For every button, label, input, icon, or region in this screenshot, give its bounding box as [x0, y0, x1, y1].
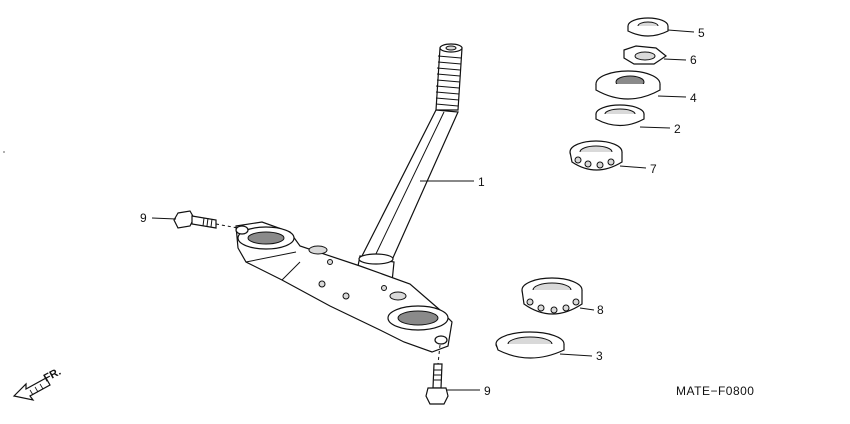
callout-7: 7 [650, 162, 657, 176]
lower-bearing [521, 277, 583, 315]
callout-8: 8 [597, 303, 604, 317]
callout-5: 5 [698, 26, 705, 40]
dust-seal [595, 104, 645, 127]
callout-4: 4 [690, 91, 697, 105]
callout-2: 2 [674, 122, 681, 136]
lock-washer [623, 45, 668, 65]
diagram-code: MATE−F0800 [676, 384, 754, 398]
callout-1: 1 [478, 175, 485, 189]
lower-dust-seal [495, 331, 565, 359]
callout-labels: 5 6 4 2 7 1 9 8 3 9 [140, 26, 705, 398]
callout-9-lower: 9 [484, 384, 491, 398]
stray-mark [3, 151, 5, 153]
front-direction-arrow: FR. [12, 366, 63, 401]
leader-lines [151, 29, 695, 391]
front-label: FR. [42, 366, 63, 385]
callout-9-upper: 9 [140, 211, 147, 225]
callout-3: 3 [596, 349, 603, 363]
steering-stem [355, 43, 463, 283]
upper-bearing [569, 140, 623, 171]
adjusting-nut [595, 70, 661, 100]
bottom-bridge [235, 221, 453, 353]
callout-6: 6 [690, 53, 697, 67]
bolt-lower [425, 344, 449, 405]
lock-nut [627, 17, 669, 37]
bolt-upper-left [173, 210, 239, 229]
